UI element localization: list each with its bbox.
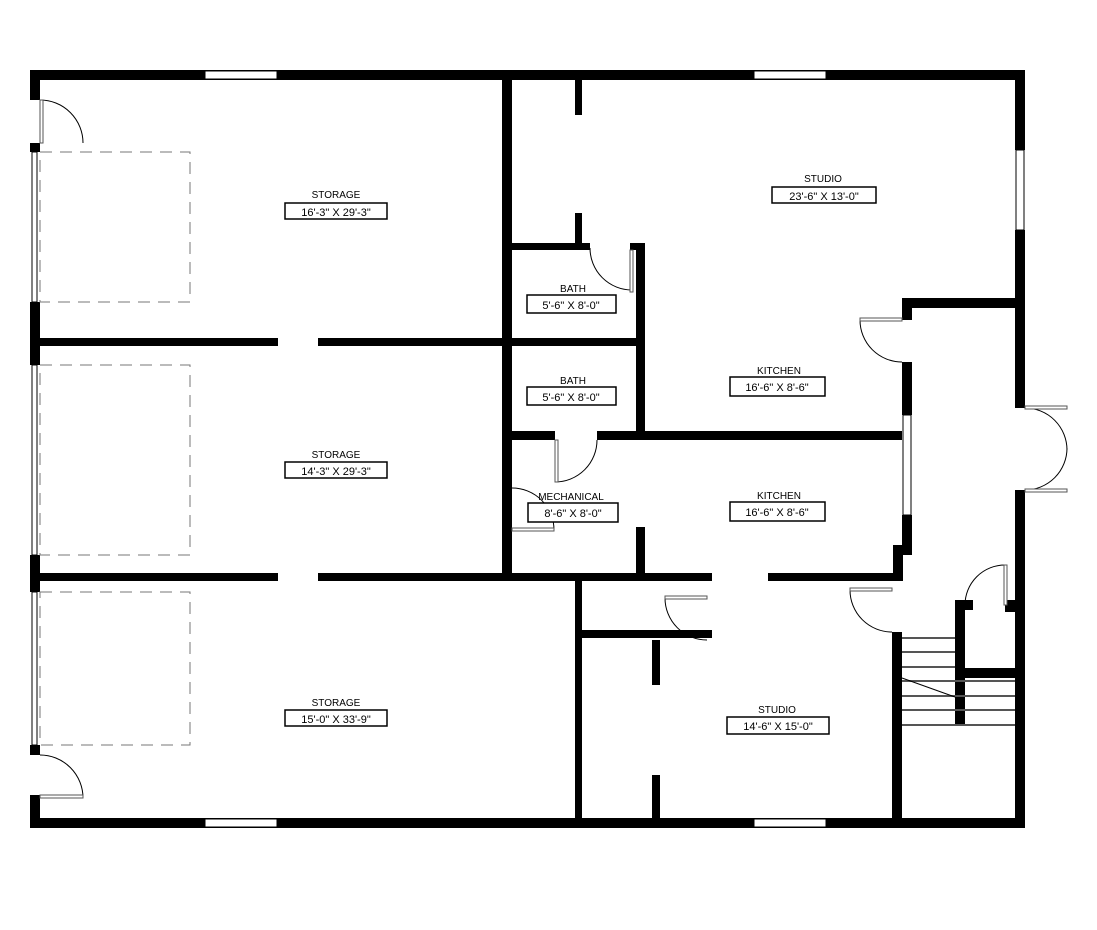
room-name: BATH xyxy=(560,284,586,295)
room-name: STORAGE xyxy=(312,190,361,201)
room-size: 8'-6" X 8'-0" xyxy=(544,508,601,520)
room-studio-2: STUDIO 14'-6" X 15'-0" xyxy=(726,705,830,735)
room-mechanical: MECHANICAL 8'-6" X 8'-0" xyxy=(527,492,619,523)
room-name: KITCHEN xyxy=(757,491,801,502)
room-name: BATH xyxy=(560,376,586,387)
room-size: 16'-6" X 8'-6" xyxy=(745,507,808,519)
room-size: 15'-0" X 33'-9" xyxy=(301,714,371,726)
room-name: MECHANICAL xyxy=(538,492,604,503)
room-size: 5'-6" X 8'-0" xyxy=(542,300,599,312)
room-name: STUDIO xyxy=(804,174,842,185)
room-size: 14'-6" X 15'-0" xyxy=(743,721,813,733)
room-size: 23'-6" X 13'-0" xyxy=(789,191,859,203)
room-storage-3: STORAGE 15'-0" X 33'-9" xyxy=(284,698,388,727)
stairs xyxy=(901,637,1015,726)
room-name: KITCHEN xyxy=(757,366,801,377)
room-size: 14'-3" X 29'-3" xyxy=(301,466,371,478)
room-name: STORAGE xyxy=(312,698,361,709)
doors xyxy=(39,99,1068,799)
room-name: STORAGE xyxy=(312,450,361,461)
room-studio-1: STUDIO 23'-6" X 13'-0" xyxy=(771,174,877,204)
windows xyxy=(31,70,1025,828)
walls xyxy=(30,70,1025,828)
room-size: 16'-3" X 29'-3" xyxy=(301,207,371,219)
room-size: 5'-6" X 8'-0" xyxy=(542,392,599,404)
room-kitchen-1: KITCHEN 16'-6" X 8'-6" xyxy=(729,366,826,397)
room-size: 16'-6" X 8'-6" xyxy=(745,382,808,394)
room-bath-2: BATH 5'-6" X 8'-0" xyxy=(526,376,617,406)
room-kitchen-2: KITCHEN 16'-6" X 8'-6" xyxy=(729,491,826,522)
room-storage-2: STORAGE 14'-3" X 29'-3" xyxy=(284,450,388,479)
room-storage-1: STORAGE 16'-3" X 29'-3" xyxy=(284,190,388,220)
garage-outlines xyxy=(39,151,191,746)
room-name: STUDIO xyxy=(758,705,796,716)
room-bath-1: BATH 5'-6" X 8'-0" xyxy=(526,284,617,314)
